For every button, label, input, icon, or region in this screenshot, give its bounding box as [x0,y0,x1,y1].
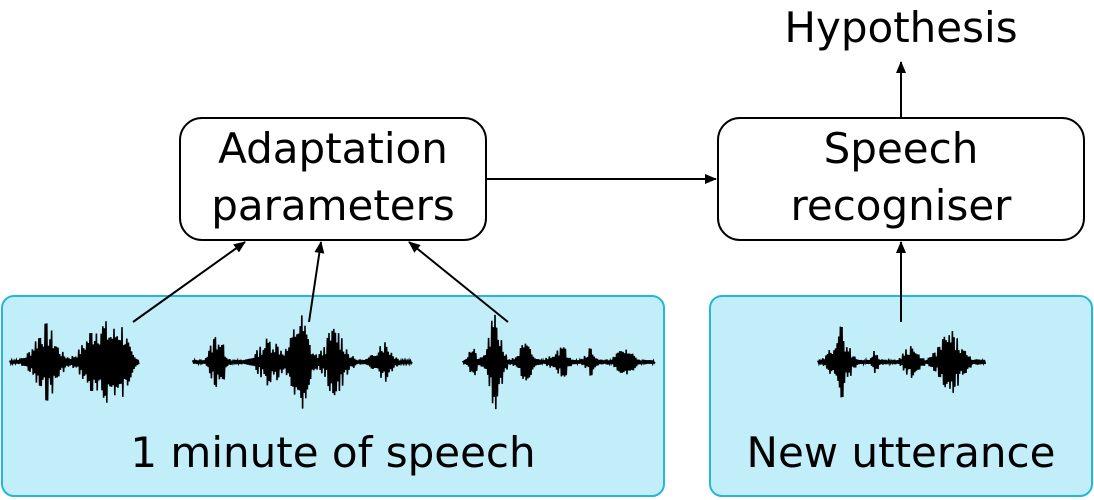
waveform-utterance [817,326,986,398]
waveform-1 [9,321,140,403]
recogniser-label-line1: Speech [824,124,979,173]
recogniser-label-line2: recogniser [791,181,1013,230]
speech-recogniser-node: Speech recogniser [717,117,1085,241]
speech-minute-panel: 1 minute of speech [1,295,665,497]
new-utterance-panel: New utterance [709,295,1093,497]
adaptation-label-line2: parameters [211,181,455,230]
adaptation-label-line1: Adaptation [218,124,448,173]
new-utterance-label: New utterance [747,428,1056,477]
adaptation-parameters-node: Adaptation parameters [179,117,487,241]
arrow-wave1-to-adaptation [132,241,246,323]
hypothesis-label: Hypothesis [784,3,1017,52]
speech-minute-label: 1 minute of speech [130,428,535,477]
waveform-2 [192,315,413,409]
arrow-wave3-to-adaptation [408,241,509,323]
waveform-3 [462,314,656,410]
arrow-wave2-to-adaptation [308,241,325,323]
